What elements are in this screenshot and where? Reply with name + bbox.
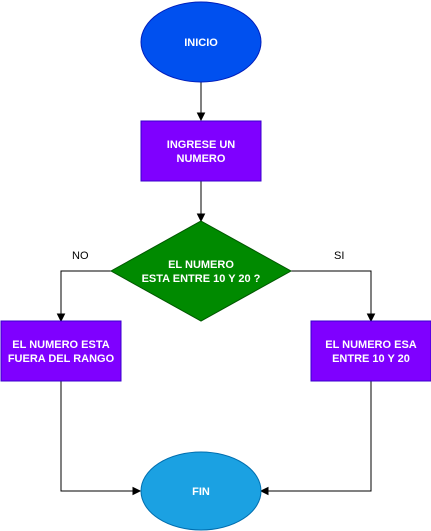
arrowhead-decision	[196, 213, 206, 223]
input-node: INGRESE UN NUMERO	[140, 120, 262, 182]
edges	[56, 82, 376, 496]
out-of-range-rect	[0, 320, 122, 382]
in-range-label-line-2: ENTRE 10 Y 20	[332, 353, 410, 365]
start-node: INICIO	[140, 1, 262, 83]
out-of-range-node: EL NUMERO ESTA FUERA DEL RANGO	[0, 320, 122, 382]
end-label: FIN	[192, 486, 210, 498]
end-node: FIN	[140, 451, 262, 531]
input-label-line-2: NUMERO	[177, 153, 226, 165]
arrowhead-end-left	[132, 486, 142, 496]
in-range-rect	[310, 320, 431, 382]
arrowhead-input	[196, 112, 206, 122]
in-range-label-line-1: EL NUMERO ESA	[325, 339, 417, 351]
decision-label-line-1: EL NUMERO	[168, 259, 234, 271]
arrowhead-in-range	[366, 313, 376, 323]
input-rect	[140, 120, 262, 182]
edge-decision-to-out-of-range	[60, 270, 111, 314]
in-range-node: EL NUMERO ESA ENTRE 10 Y 20	[310, 320, 431, 382]
start-ellipse	[140, 1, 262, 83]
arrowhead-out-of-range	[56, 313, 66, 323]
end-ellipse	[140, 451, 262, 531]
input-label-line-1: INGRESE UN	[167, 139, 236, 151]
edge-label-no: NO	[72, 250, 89, 262]
edge-in-range-to-end	[268, 381, 372, 492]
decision-node: EL NUMERO ESTA ENTRE 10 Y 20 ?	[109, 220, 293, 322]
out-of-range-label-line-1: EL NUMERO ESTA	[12, 339, 109, 351]
edge-out-of-range-to-end	[60, 381, 133, 492]
decision-label-line-2: ESTA ENTRE 10 Y 20 ?	[142, 273, 261, 285]
edge-decision-to-in-range	[291, 270, 372, 314]
decision-diamond	[109, 220, 293, 322]
edge-label-yes: SI	[334, 250, 344, 262]
arrowhead-end-right	[259, 486, 269, 496]
out-of-range-label-line-2: FUERA DEL RANGO	[8, 353, 115, 365]
start-label: INICIO	[184, 37, 218, 49]
